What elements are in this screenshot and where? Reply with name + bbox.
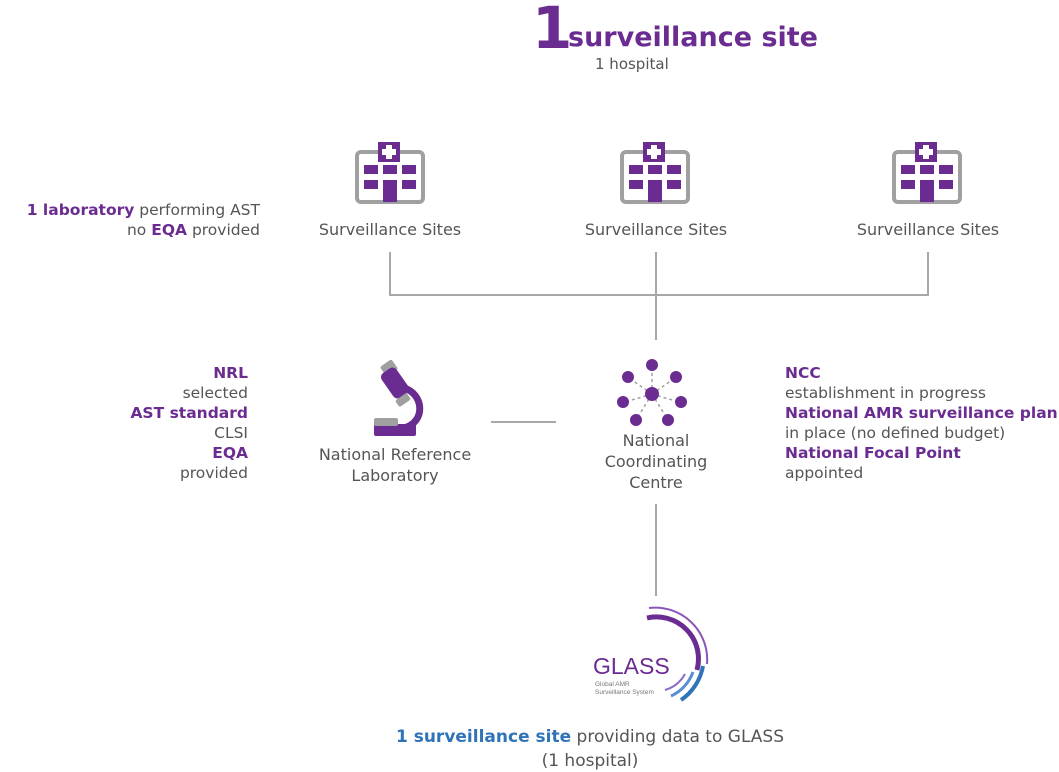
nrl-notes: NRL selected AST standard CLSI EQA provi… <box>0 363 248 483</box>
plan-title: National AMR surveillance plan <box>785 404 1058 422</box>
nrl-label: National Reference Laboratory <box>305 444 485 486</box>
microscope-icon <box>374 360 424 436</box>
focal-value: appointed <box>785 464 864 482</box>
lab-note-prefix: no <box>126 221 147 239</box>
ncc-label: National Coordinating Centre <box>566 430 746 493</box>
hospital-icon <box>355 142 425 204</box>
eqa-value: provided <box>179 464 248 482</box>
connector-line <box>389 294 929 296</box>
header-title: surveillance site <box>568 22 818 53</box>
connector-line <box>927 252 929 295</box>
ast-value: CLSI <box>214 424 248 442</box>
glass-tagline1: Global AMR <box>595 681 630 688</box>
site-label: Surveillance Sites <box>318 220 462 239</box>
nrl-label-line1: National Reference <box>318 445 472 464</box>
network-icon <box>617 359 687 426</box>
ncc-title: NCC <box>785 364 821 382</box>
eqa-title: EQA <box>212 444 248 462</box>
footer-highlight: 1 surveillance site <box>395 727 572 747</box>
site-count: 1 <box>532 0 573 62</box>
ncc-value: establishment in progress <box>785 384 986 402</box>
ncc-label-line3: Centre <box>629 473 683 492</box>
lab-note-line2: no EQA provided <box>0 220 260 240</box>
nrl-title: NRL <box>213 364 248 382</box>
site-label: Surveillance Sites <box>856 220 1000 239</box>
glass-logo: GLASS Global AMR Surveillance System <box>593 606 709 702</box>
ncc-notes: NCC establishment in progress National A… <box>785 363 1059 483</box>
ast-title: AST standard <box>130 404 248 422</box>
connector-line <box>655 296 657 340</box>
hospital-icon <box>892 142 962 204</box>
connector-line <box>491 421 556 423</box>
ncc-label-line2: Coordinating <box>604 452 708 471</box>
lab-note: 1 laboratory performing AST no EQA provi… <box>0 200 260 240</box>
footer-summary: 1 surveillance site providing data to GL… <box>380 726 800 748</box>
connector-line <box>655 252 657 295</box>
plan-value: in place (no defined budget) <box>785 424 1006 442</box>
glass-tagline2: Surveillance System <box>595 689 654 696</box>
glass-logo-text: GLASS <box>593 653 670 679</box>
connector-line <box>389 252 391 295</box>
lab-note-line1: 1 laboratory performing AST <box>0 200 260 220</box>
hospital-icon <box>620 142 690 204</box>
lab-count: 1 laboratory <box>26 201 135 219</box>
lab-note-eqa: EQA <box>151 221 187 239</box>
connector-line <box>655 504 657 596</box>
nrl-value: selected <box>182 384 248 402</box>
header-subtitle: 1 hospital <box>595 55 669 73</box>
lab-note-suffix: provided <box>191 221 260 239</box>
nrl-label-line2: Laboratory <box>351 466 439 485</box>
footer-subtext: (1 hospital) <box>541 751 639 771</box>
ncc-label-line1: National <box>622 431 690 450</box>
focal-title: National Focal Point <box>785 444 961 462</box>
lab-note-text: performing AST <box>139 201 260 219</box>
footer-text: providing data to GLASS <box>576 727 785 747</box>
site-label: Surveillance Sites <box>584 220 728 239</box>
